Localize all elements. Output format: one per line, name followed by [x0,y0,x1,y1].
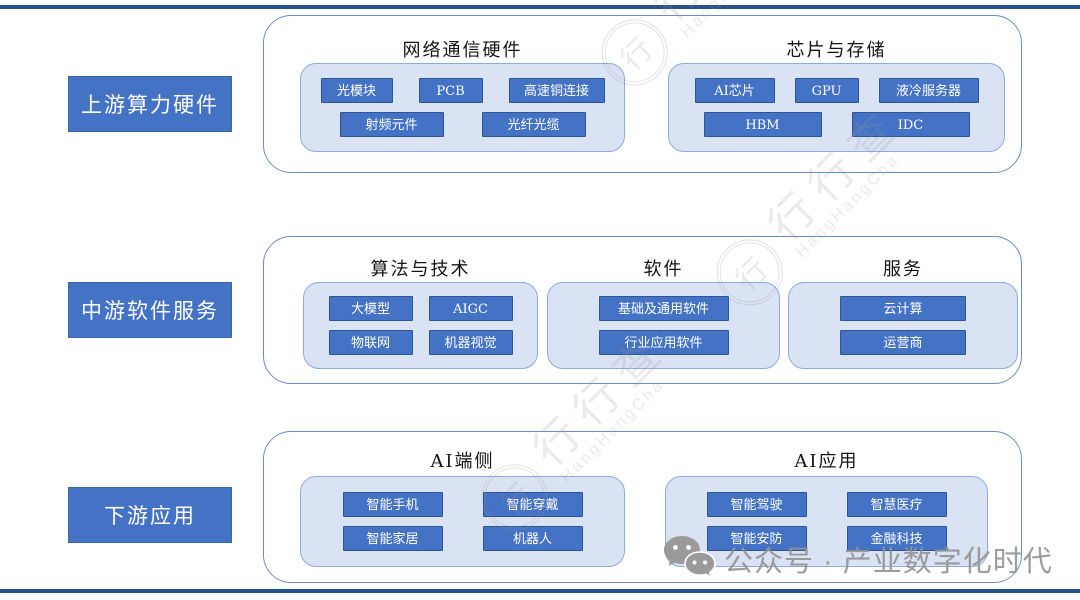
chip-cloud-computing: 云计算 [840,296,966,321]
chip-robots: 机器人 [482,526,583,551]
chip-row: 大模型 AIGC [304,296,537,321]
chip-fintech: 金融科技 [846,526,947,551]
chip-row: 智能手机 智能穿戴 [301,492,624,517]
chip-row: 基础及通用软件 [548,296,779,321]
chip-idc: IDC [851,112,970,137]
chip-smart-wearables: 智能穿戴 [482,492,583,517]
chip-row: 行业应用软件 [548,330,779,355]
group-title-algorithms: 算法与技术 [370,259,471,280]
chip-rf-components: 射频元件 [339,112,444,137]
chip-industry-app-software: 行业应用软件 [598,330,729,355]
group-box-ai-applications: 智能驾驶 智慧医疗 智能安防 金融科技 [665,476,988,567]
chip-gpu: GPU [794,78,859,103]
chip-fiber-cable: 光纤光缆 [481,112,586,137]
chip-row: 光模块 PCB 高速铜连接 [301,78,624,103]
chip-smart-healthcare: 智慧医疗 [846,492,947,517]
chip-telecom-operators: 运营商 [840,330,966,355]
chip-row: AI芯片 GPU 液冷服务器 [669,78,1004,103]
chip-row: 物联网 机器视觉 [304,330,537,355]
chip-large-model: 大模型 [328,296,413,321]
group-box-ai-edge: 智能手机 智能穿戴 智能家居 机器人 [300,476,625,567]
row-label-upstream: 上游算力硬件 [68,76,232,132]
chip-optical-module: 光模块 [320,78,393,103]
chip-pcb: PCB [418,78,483,103]
row-label-midstream: 中游软件服务 [68,282,232,338]
group-title-services: 服务 [883,259,923,280]
group-box-chips-storage: AI芯片 GPU 液冷服务器 HBM IDC [668,63,1005,152]
group-box-algorithms: 大模型 AIGC 物联网 机器视觉 [303,282,538,369]
chip-smart-driving: 智能驾驶 [706,492,807,517]
group-box-network-hardware: 光模块 PCB 高速铜连接 射频元件 光纤光缆 [300,63,625,152]
chip-copper-connect: 高速铜连接 [508,78,605,103]
chip-liquid-cooled-server: 液冷服务器 [878,78,979,103]
chip-hbm: HBM [703,112,822,137]
chip-basic-general-software: 基础及通用软件 [598,296,729,321]
chip-row: HBM IDC [669,112,1004,137]
chip-iot: 物联网 [328,330,413,355]
row-label-downstream: 下游应用 [68,487,232,543]
chip-aigc: AIGC [428,296,513,321]
group-title-software: 软件 [643,259,684,280]
chip-row: 运营商 [789,330,1017,355]
group-title-ai-edge: AI端侧 [430,451,495,472]
group-box-software: 基础及通用软件 行业应用软件 [547,282,780,369]
chip-row: 智能驾驶 智慧医疗 [666,492,987,517]
chip-row: 射频元件 光纤光缆 [301,112,624,137]
chip-smartphone: 智能手机 [342,492,443,517]
chip-machine-vision: 机器视觉 [428,330,513,355]
bottom-divider-line [0,589,1080,593]
top-divider-line [0,5,1080,9]
group-title-chips-storage: 芯片与存储 [786,40,887,61]
chip-row: 智能家居 机器人 [301,526,624,551]
group-box-services: 云计算 运营商 [788,282,1018,369]
chip-ai-chip: AI芯片 [694,78,775,103]
chip-row: 云计算 [789,296,1017,321]
chip-smart-home: 智能家居 [342,526,443,551]
group-title-network-hardware: 网络通信硬件 [402,40,523,61]
chip-smart-security: 智能安防 [706,526,807,551]
group-title-ai-applications: AI应用 [794,451,859,472]
chip-row: 智能安防 金融科技 [666,526,987,551]
